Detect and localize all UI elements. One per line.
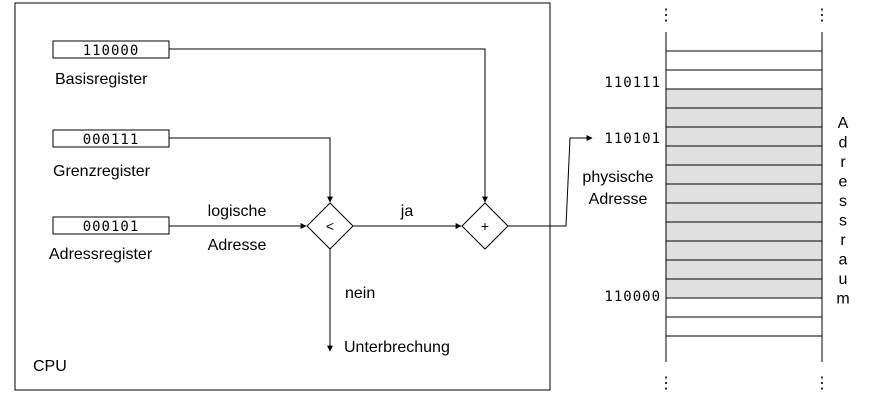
memory-cell (665, 240, 823, 261)
adder-symbol: + (481, 218, 489, 234)
limit-register: 000111 Grenzregister (52, 129, 170, 180)
memory-top-dots-right: ⋮ (814, 7, 830, 24)
physical-address-line1: physische (582, 169, 653, 186)
memory-cell (665, 50, 823, 71)
base-register-label: Basisregister (55, 71, 148, 88)
interrupt-label: Unterbrechung (344, 339, 450, 356)
memory-bottom-dots-left: ⋮ (658, 375, 674, 392)
memory-address-target: 110101 (604, 131, 661, 147)
address-register-value: 000101 (83, 219, 140, 235)
memory-cell (665, 69, 823, 90)
address-space-letter: r (840, 154, 846, 171)
address-space-letter: r (840, 232, 846, 249)
memory-bottom-dots-right: ⋮ (814, 375, 830, 392)
address-register-label: Adressregister (49, 246, 153, 263)
memory-cell (665, 145, 823, 166)
memory-cell (665, 278, 823, 299)
address-space-letter: e (839, 174, 848, 191)
limit-register-label: Grenzregister (53, 163, 151, 180)
base-to-adder-arrow (169, 48, 488, 203)
memory-cell (665, 164, 823, 185)
address-space-letter: s (839, 213, 847, 230)
memory-top-dots-left: ⋮ (658, 7, 674, 24)
logical-address-line2: Adresse (208, 237, 267, 254)
address-space-letter: d (839, 135, 848, 152)
adder-diamond (461, 202, 509, 250)
address-space-letter: A (838, 115, 849, 132)
no-label: nein (345, 285, 375, 302)
memory-cell (665, 183, 823, 204)
base-register-value: 110000 (83, 43, 140, 59)
limit-register-value: 000111 (83, 132, 140, 148)
memory-column: ⋮ ⋮ ⋮ ⋮ (658, 7, 830, 392)
memory-cell (665, 316, 823, 337)
base-register: 110000 Basisregister (52, 40, 170, 88)
memory-cell (665, 202, 823, 223)
memory-cell (665, 88, 823, 109)
adder-to-memory-arrow (508, 135, 593, 227)
physical-address-line2: Adresse (589, 191, 648, 208)
cpu-box (14, 2, 551, 391)
logical-address-line1: logische (208, 203, 267, 220)
comparator-symbol: < (326, 218, 334, 234)
address-register: 000101 Adressregister (49, 216, 170, 263)
address-space-letter: u (839, 271, 848, 288)
yes-label: ja (400, 203, 414, 220)
memory-cell (665, 221, 823, 242)
memory-cell (665, 107, 823, 128)
memory-cell (665, 259, 823, 280)
limit-to-comparator-arrow (169, 137, 333, 203)
address-space-letter: s (839, 193, 847, 210)
address-space-letter: a (839, 252, 848, 269)
memory-rows (665, 50, 823, 337)
address-space-letter: m (836, 291, 849, 308)
memory-address-top: 110111 (604, 75, 661, 91)
memory-cell (665, 297, 823, 318)
cpu-label: CPU (33, 358, 67, 375)
memory-address-bottom: 110000 (604, 289, 661, 305)
memory-cell (665, 126, 823, 147)
